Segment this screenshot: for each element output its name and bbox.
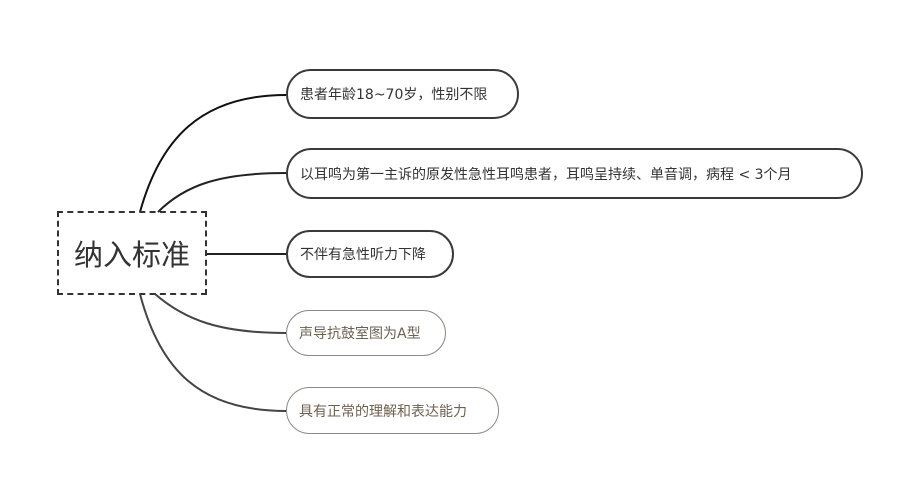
connector-1 [139,94,287,213]
topic-hearing[interactable]: 不伴有急性听力下降 [286,230,454,278]
topic-label: 患者年龄18~70岁，性别不限 [300,87,488,103]
topic-tinnitus[interactable]: 以耳鸣为第一主诉的原发性急性耳鸣患者，耳鸣呈持续、单音调，病程 < 3个月 [286,148,863,199]
topic-age[interactable]: 患者年龄18~70岁，性别不限 [286,69,519,119]
connector-4 [154,293,287,334]
connector-2 [157,172,287,213]
topic-comprehension[interactable]: 具有正常的理解和表达能力 [286,387,499,434]
connector-5 [139,293,287,412]
root-label: 纳入标准 [73,238,190,272]
topic-label: 不伴有急性听力下降 [300,247,426,263]
topic-label: 以耳鸣为第一主诉的原发性急性耳鸣患者，耳鸣呈持续、单音调，病程 < 3个月 [300,166,792,183]
topic-label: 声导抗鼓室图为A型 [299,326,421,342]
topic-label: 具有正常的理解和表达能力 [299,403,467,420]
topic-tympanogram[interactable]: 声导抗鼓室图为A型 [286,310,446,356]
root-topic[interactable]: 纳入标准 [57,211,207,295]
